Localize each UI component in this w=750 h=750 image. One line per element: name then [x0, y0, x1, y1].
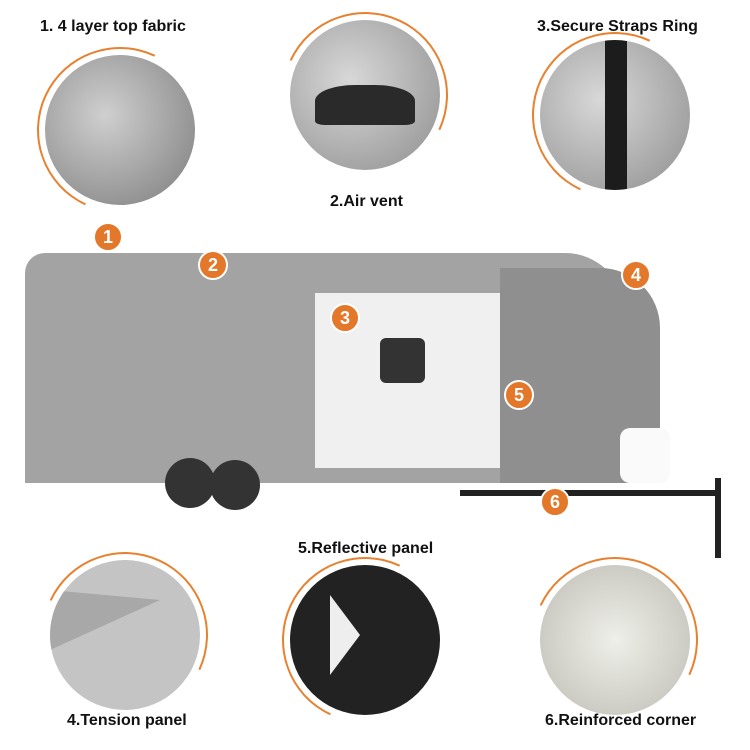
badge-2: 2	[198, 250, 228, 280]
feature-label-4: 4.Tension panel	[67, 712, 187, 729]
badge-3: 3	[330, 303, 360, 333]
feature-label-1: 1. 4 layer top fabric	[40, 18, 186, 35]
fabric-layers-photo	[45, 55, 195, 205]
feature-label-3: 3.Secure Straps Ring	[537, 18, 698, 35]
air-vent-photo	[290, 20, 440, 170]
trailer-cover-image	[20, 228, 740, 558]
straps-ring-photo	[540, 40, 690, 190]
feature-label-6: 6.Reinforced corner	[545, 712, 697, 729]
badge-5: 5	[504, 380, 534, 410]
badge-6: 6	[540, 487, 570, 517]
tension-panel-photo	[50, 560, 200, 710]
badge-1: 1	[93, 222, 123, 252]
badge-4: 4	[621, 260, 651, 290]
reinforced-corner-photo	[540, 565, 690, 715]
feature-label-2: 2.Air vent	[330, 193, 403, 210]
feature-label-5: 5.Reflective panel	[298, 540, 434, 557]
reflective-panel-photo	[290, 565, 440, 715]
